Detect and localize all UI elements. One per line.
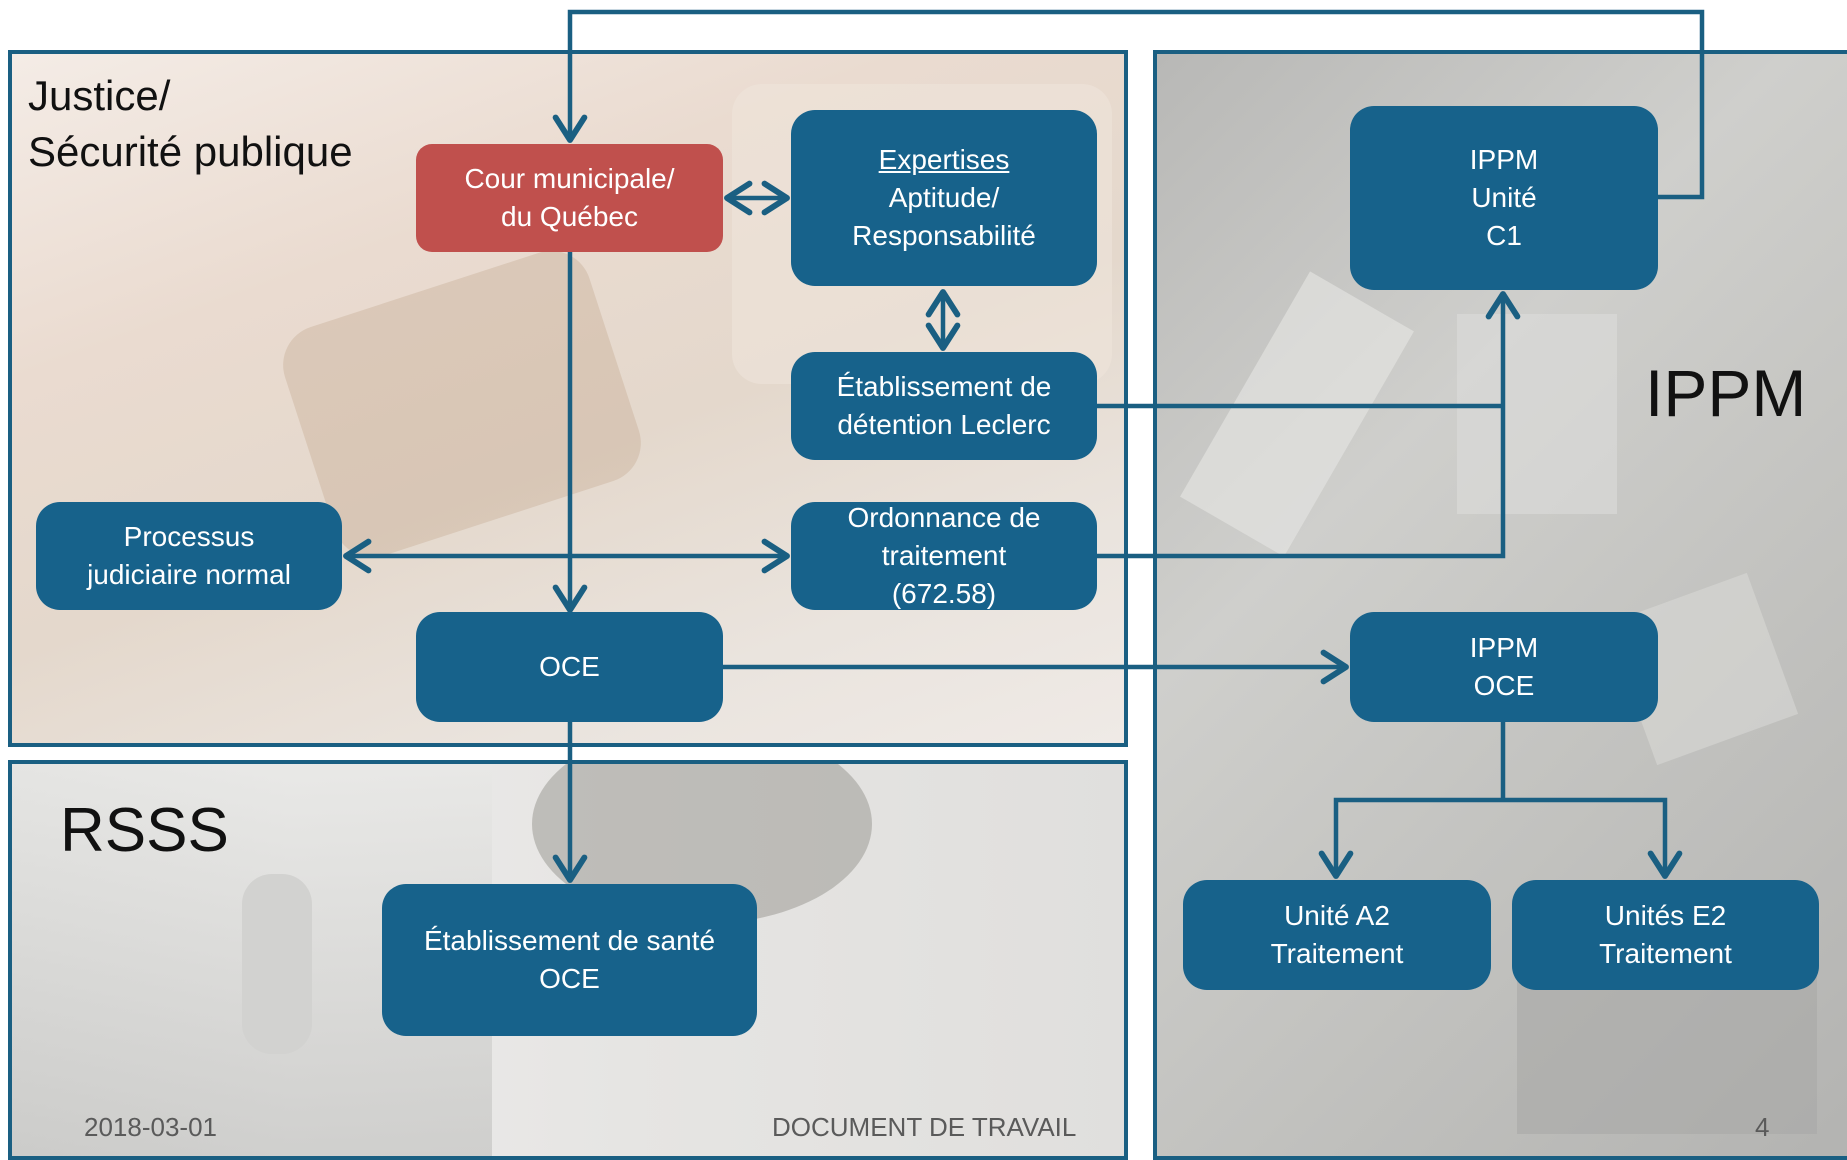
box-label: Processus (123, 521, 255, 552)
box-label: Cour municipale/ (464, 163, 675, 194)
box-label: judiciaire normal (87, 559, 291, 590)
box-label: IPPM (1469, 632, 1539, 663)
aerial-building (1457, 314, 1617, 514)
justice-section-title: Justice/ Sécurité publique (28, 68, 353, 180)
ippm-oce-box: IPPM OCE (1350, 612, 1658, 722)
box-label: (672.58) (891, 578, 997, 609)
ordonnance-box: Ordonnance de traitement (672.58) (791, 502, 1097, 610)
box-label: OCE (539, 963, 600, 994)
justice-title-line: Justice/ (28, 72, 171, 119)
etablissement-sante-box: Établissement de santé OCE (382, 884, 757, 1036)
arrow-ippm-c1-to-cour (552, 9, 1705, 200)
ippm-c1-box: IPPM Unité C1 (1350, 106, 1658, 290)
expertises-title: Expertises (878, 144, 1010, 175)
box-label: IPPM (1469, 144, 1539, 175)
box-label: Établissement de (836, 371, 1052, 402)
footer-date: 2018-03-01 (84, 1112, 217, 1142)
leclerc-box: Établissement de détention Leclerc (791, 352, 1097, 460)
footer-page-number: 4 (1755, 1112, 1770, 1142)
arrow-to-unite-a2 (1318, 797, 1503, 879)
unites-e2-box: Unités E2 Traitement (1512, 880, 1819, 990)
box-label: OCE (1473, 670, 1535, 701)
box-label: Traitement (1599, 938, 1732, 969)
processus-box: Processus judiciaire normal (36, 502, 342, 610)
box-label: détention Leclerc (837, 409, 1051, 440)
cour-municipale-box: Cour municipale/ du Québec (416, 144, 723, 252)
box-label: C1 (1486, 220, 1522, 251)
footer-document-label: DOCUMENT DE TRAVAIL (772, 1112, 1077, 1142)
arrow-to-unites-e2 (1503, 797, 1683, 879)
box-label: Ordonnance de (847, 502, 1041, 533)
box-label: OCE (539, 651, 600, 682)
box-label: traitement (881, 540, 1007, 571)
justice-title-line: Sécurité publique (28, 128, 353, 175)
unite-a2-box: Unité A2 Traitement (1183, 880, 1491, 990)
ippm-section-title: IPPM (1645, 356, 1807, 430)
doctor-figure (242, 874, 312, 1054)
oce-box: OCE (416, 612, 723, 722)
box-label: Unité A2 (1284, 900, 1390, 931)
box-label: Établissement de santé (423, 925, 716, 956)
box-label: Aptitude/ (888, 182, 1000, 213)
box-label: du Québec (501, 201, 638, 232)
box-label: Traitement (1270, 938, 1404, 969)
box-label: Unités E2 (1604, 900, 1727, 931)
expertises-box: Expertises Aptitude/ Responsabilité (791, 110, 1097, 286)
arrow-ordonnance-to-ippm-c1 (1097, 291, 1521, 559)
box-label: Responsabilité (852, 220, 1036, 251)
rsss-section-title: RSSS (60, 796, 229, 865)
box-label: Unité (1471, 182, 1537, 213)
